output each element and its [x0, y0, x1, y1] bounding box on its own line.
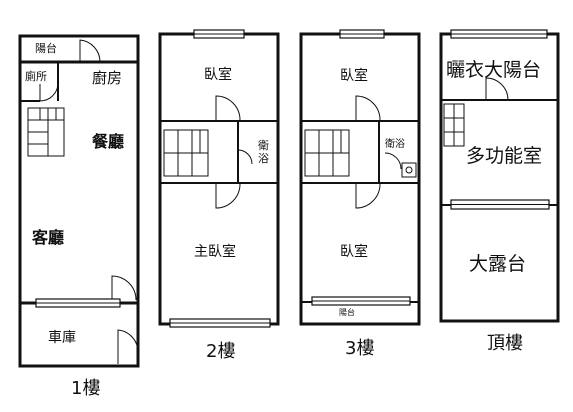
roof-terrace-label: 大露台 [469, 253, 526, 275]
roof-plan [439, 29, 560, 323]
floor1-living-label: 客廳 [32, 228, 64, 247]
roof-caption: 頂樓 [487, 333, 523, 354]
floor-2-plan [158, 29, 280, 328]
floor-3-plan [299, 29, 421, 326]
floor1-kitchen-label: 廚房 [92, 69, 122, 87]
floor1-balcony-label: 陽台 [35, 41, 57, 55]
floor3-balcony-label: 陽台 [339, 307, 355, 317]
floor-1-plan [18, 34, 140, 368]
floor1-garage-label: 車庫 [48, 329, 76, 346]
floor1-toilet-label: 廁所 [25, 69, 47, 83]
roof-multi-label: 多功能室 [466, 145, 542, 167]
floor2-bedroom-label: 臥室 [204, 66, 232, 83]
roof-drying-label: 曬衣大陽台 [446, 59, 541, 81]
floor2-bath-bottom-label: 浴 [258, 152, 269, 165]
floor3-bath-label: 衛浴 [385, 137, 405, 150]
floor2-bath-top-label: 衛 [258, 139, 269, 152]
floor2-caption: 2樓 [206, 341, 235, 362]
floor1-caption: 1樓 [71, 378, 100, 399]
floor3-bedroom-bottom-label: 臥室 [340, 243, 368, 260]
floor1-dining-label: 餐廳 [91, 132, 124, 151]
floor3-caption: 3樓 [345, 338, 374, 359]
floor3-bedroom-top-label: 臥室 [340, 67, 368, 84]
floor2-master-label: 主臥室 [194, 243, 236, 260]
